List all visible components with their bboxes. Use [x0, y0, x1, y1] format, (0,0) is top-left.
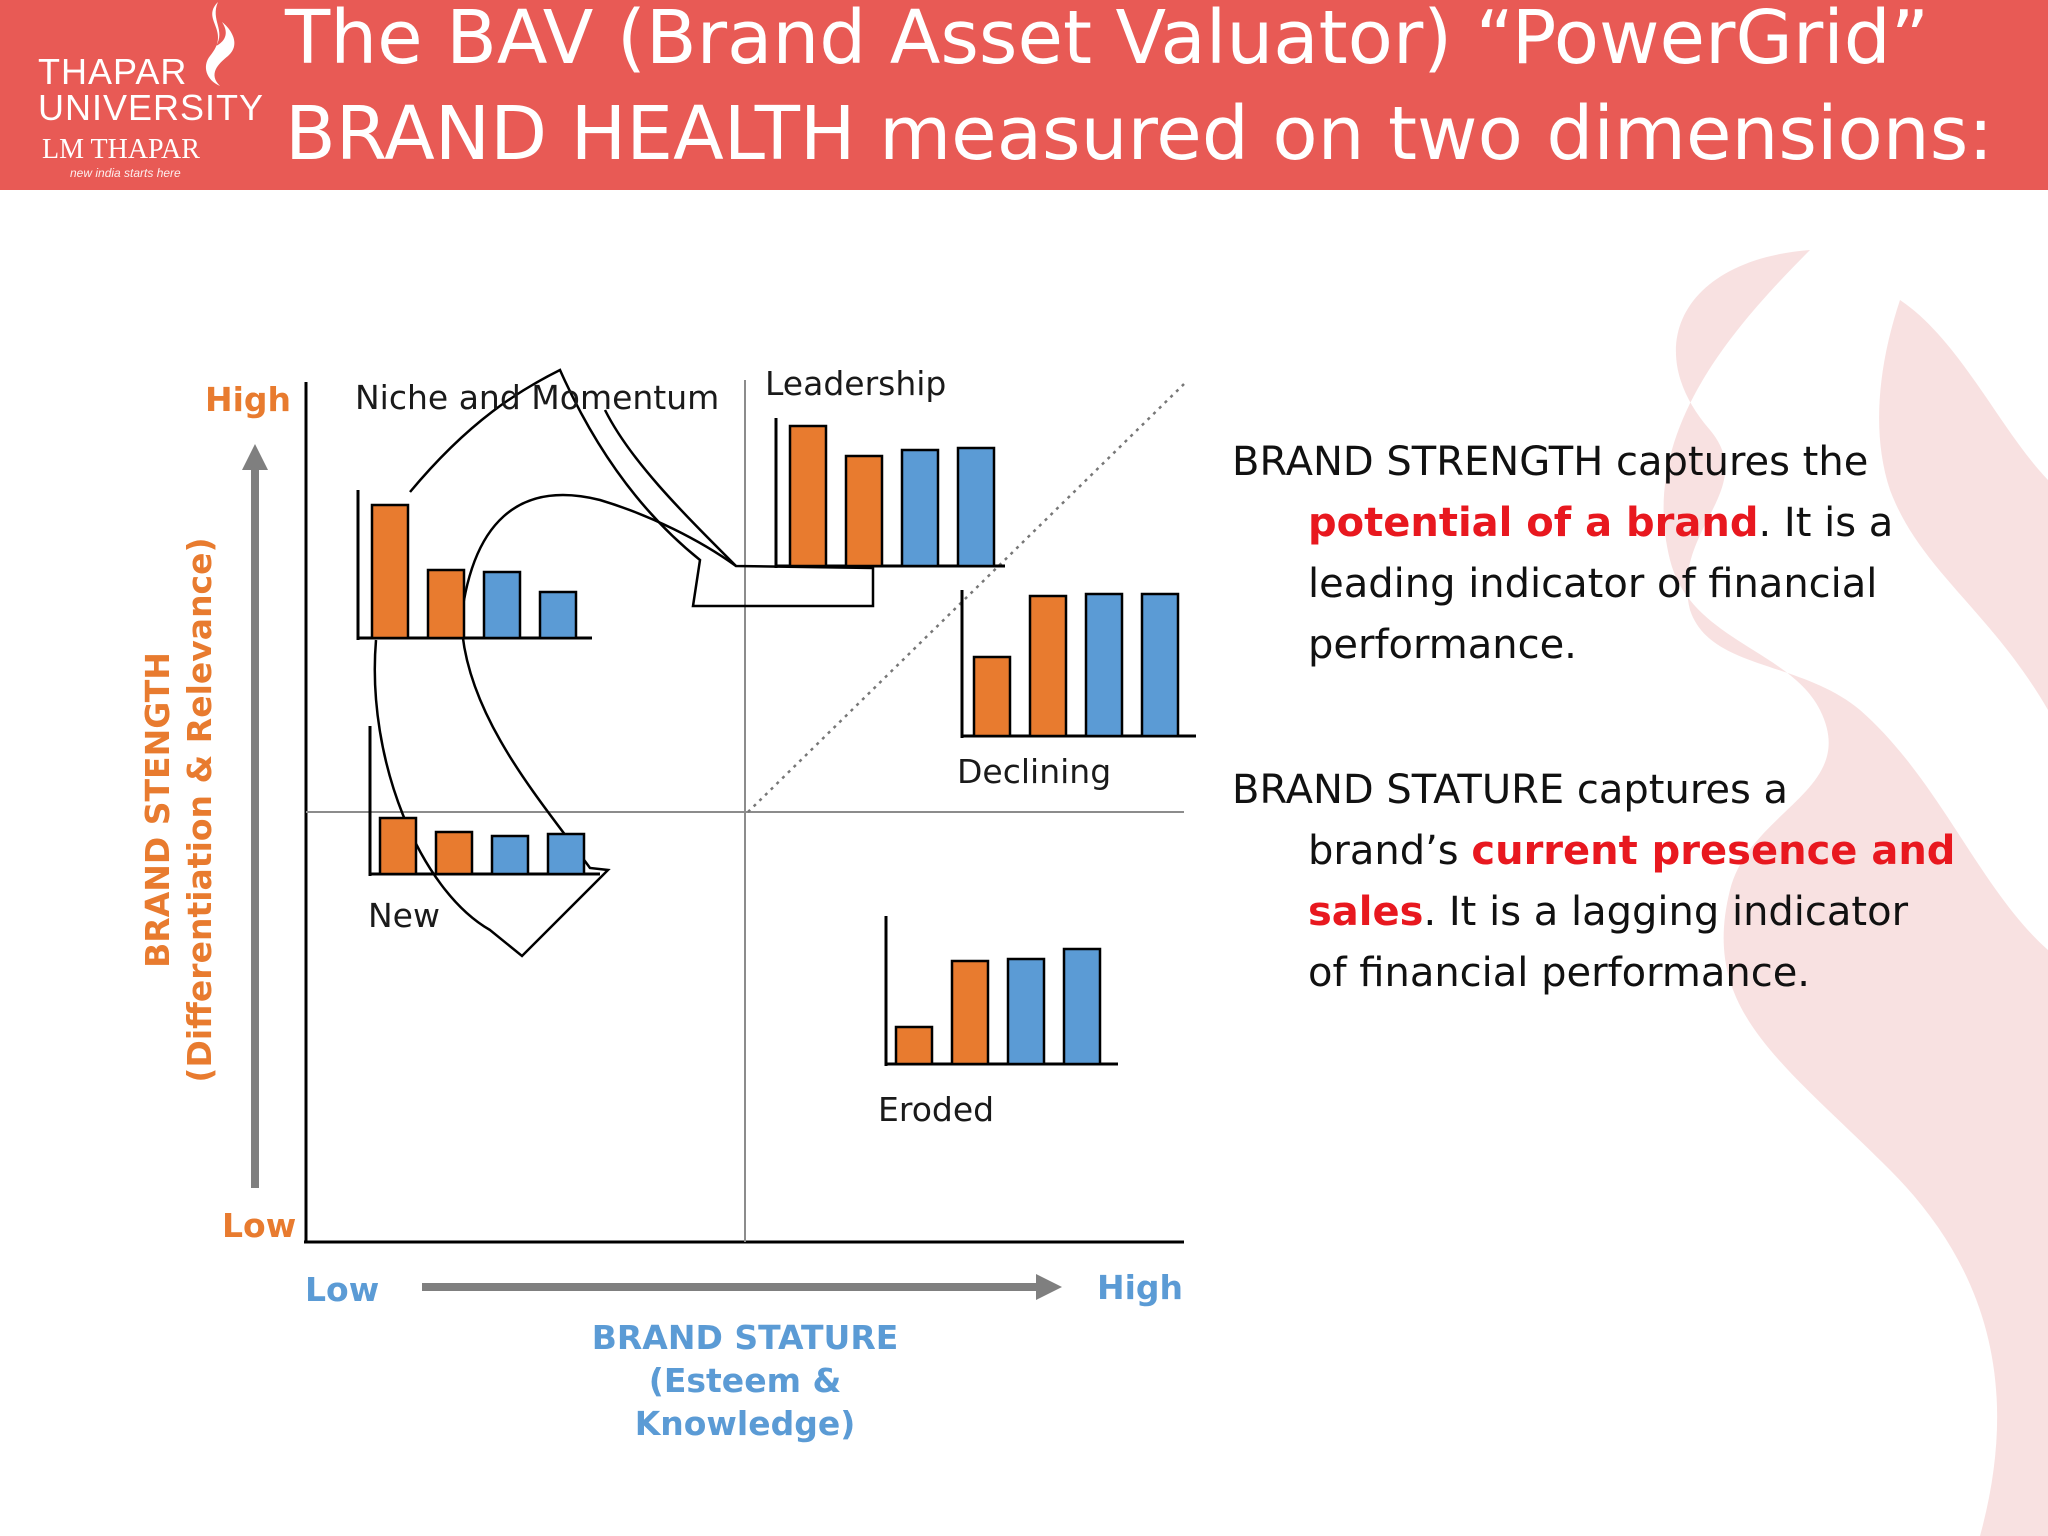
quadrant-label-declining: Declining: [957, 752, 1112, 791]
y-axis-title: BRAND STENGTH (Differentiation & Relevan…: [137, 510, 221, 1110]
p2-line-2: brand’s current presence and: [1232, 821, 2022, 882]
flame-icon: [205, 2, 235, 86]
university-logo: THAPAR UNIVERSITY LM THAPAR new india st…: [30, 0, 263, 190]
chart-leadership: [774, 418, 1005, 568]
y-axis-arrow: [242, 444, 268, 1188]
logo-line-2: UNIVERSITY: [38, 87, 265, 128]
logo-line-1: THAPAR: [38, 51, 188, 92]
p1-highlight: potential of a brand: [1308, 500, 1759, 546]
chart-declining: [960, 590, 1196, 738]
p1-line-2: potential of a brand. It is a: [1232, 493, 2022, 554]
watermark-flame-icon: [1663, 250, 2048, 1536]
p2-line-4: of financial performance.: [1308, 950, 1811, 996]
y-low-label: Low: [222, 1206, 297, 1245]
p2-line-1: BRAND STATURE captures a: [1232, 767, 1789, 813]
y-axis-title-line-1: BRAND STENGTH: [138, 652, 177, 968]
p2-line-3: sales. It is a lagging indicator: [1232, 882, 2022, 943]
brand-stature-paragraph: BRAND STATURE captures a brand’s current…: [1232, 760, 2022, 1004]
quadrant-label-leadership: Leadership: [765, 364, 947, 403]
logo-line-3: LM THAPAR: [42, 134, 200, 165]
p2-highlight-2: sales: [1308, 889, 1424, 935]
chart-new: [368, 726, 600, 876]
p1-line-4: performance.: [1308, 622, 1577, 668]
quadrant-label-new: New: [368, 896, 440, 935]
arrow-new-to-niche: [373, 629, 611, 958]
powergrid-diagram: [242, 368, 1196, 1300]
x-high-label: High: [1097, 1268, 1184, 1307]
x-axis-title: BRAND STATURE (Esteem & Knowledge): [540, 1316, 950, 1445]
y-axis-title-line-2: (Differentiation & Relevance): [180, 537, 219, 1083]
quadrant-label-niche: Niche and Momentum: [355, 378, 720, 417]
x-axis-title-line-2: (Esteem & Knowledge): [634, 1361, 856, 1443]
slide-title-line-1: The BAV (Brand Asset Valuator) “PowerGri…: [285, 0, 1930, 81]
chart-eroded: [884, 916, 1118, 1066]
x-low-label: Low: [305, 1270, 380, 1309]
brand-strength-paragraph: BRAND STRENGTH captures the potential of…: [1232, 432, 2022, 676]
p1-line-1: BRAND STRENGTH captures the: [1232, 439, 1869, 485]
chart-niche: [356, 490, 592, 640]
y-high-label: High: [205, 380, 292, 419]
p1-line-3: leading indicator of financial: [1308, 561, 1878, 607]
p2-highlight-1: current presence and: [1471, 828, 1956, 874]
arrow-niche-to-leadership-outline: [409, 368, 875, 608]
p2-line-3-rest: . It is a lagging indicator: [1423, 889, 1909, 935]
p1-line-2-rest: . It is a: [1758, 500, 1894, 546]
logo-tagline: new india starts here: [70, 166, 181, 180]
slide-title-line-2: BRAND HEALTH measured on two dimensions:: [285, 91, 1994, 177]
x-axis-arrow: [422, 1274, 1062, 1300]
diagonal-dotted-line: [747, 383, 1185, 813]
quadrant-label-eroded: Eroded: [878, 1090, 995, 1129]
p2-line-2-start: brand’s: [1308, 828, 1459, 874]
arrow-inner-curve: [458, 493, 737, 631]
title-banner: THAPAR UNIVERSITY LM THAPAR new india st…: [0, 0, 2048, 190]
x-axis-title-line-1: BRAND STATURE: [591, 1318, 899, 1357]
